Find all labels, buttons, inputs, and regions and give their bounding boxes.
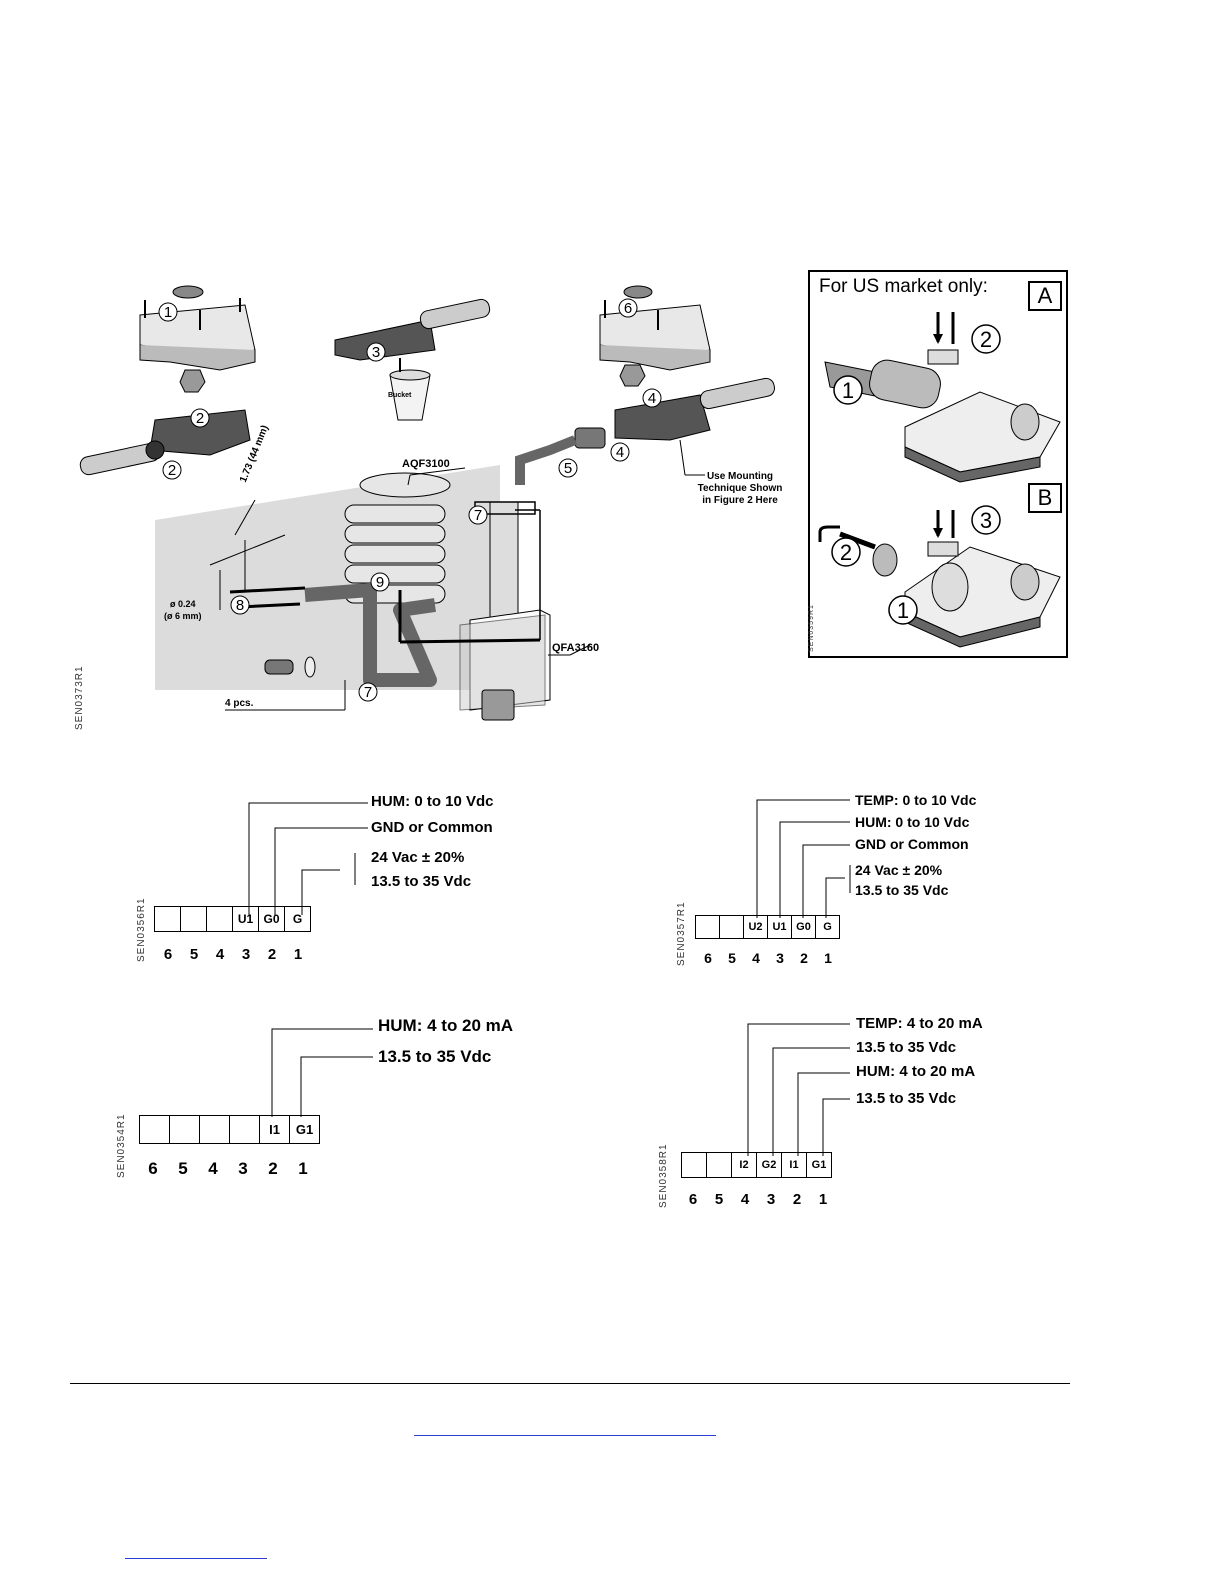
step-4b: 4 (616, 444, 624, 461)
panel-a-letter: A (1028, 281, 1062, 311)
w1-label-3: 13.5 to 35 Vdc (371, 873, 472, 890)
panel-a-illustration (824, 312, 1061, 483)
label-pieces: 4 pcs. (225, 698, 254, 709)
w2-term-3: U1 (767, 915, 792, 939)
w3-term-3 (229, 1115, 260, 1144)
us-panel-title: For US market only: (819, 276, 988, 297)
w2-term-5 (719, 915, 744, 939)
w3-term-6 (139, 1115, 170, 1144)
w4-term-3: G2 (756, 1152, 782, 1178)
step-4a: 4 (648, 390, 656, 407)
w3-label-0: HUM: 4 to 20 mA (378, 1016, 514, 1035)
w4-drawing-id: SEN0358R1 (658, 1143, 669, 1208)
w4-term-5 (706, 1152, 732, 1178)
w1-terminal-numbers: 6 5 4 3 2 1 (163, 946, 303, 963)
w2-term-4: U2 (743, 915, 768, 939)
w1-label-1: GND or Common (371, 819, 493, 836)
a-step-1: 1 (842, 378, 854, 403)
w2-label-2: GND or Common (855, 836, 969, 852)
drawing-id-mounting: SEN0373R1 (74, 665, 85, 730)
wiring-leads-2 (756, 799, 851, 918)
w2-term-2: G0 (791, 915, 816, 939)
w2-term-6 (695, 915, 720, 939)
label-qfa3160: QFA3160 (552, 642, 600, 654)
w1-drawing-id: SEN0356R1 (136, 897, 147, 962)
w3-term-4 (199, 1115, 230, 1144)
step-2a: 2 (196, 410, 204, 427)
panel-b-illustration (818, 510, 1061, 648)
w1-term-1: G (284, 906, 311, 932)
w1-term-5 (180, 906, 207, 932)
step-circles: 1 2 2 3 6 4 4 5 7 7 8 9 (158, 298, 662, 702)
w2-label-0: TEMP: 0 to 10 Vdc (855, 792, 977, 808)
step-1: 1 (164, 304, 172, 321)
w3-term-2: I1 (259, 1115, 290, 1144)
w4-label-1: 13.5 to 35 Vdc (856, 1039, 957, 1056)
label-hole-dia: ø 0.24 (ø 6 mm) (164, 599, 202, 621)
wiring-leads-3 (271, 1028, 373, 1117)
b-step-3: 3 (980, 508, 992, 533)
w4-term-2: I1 (781, 1152, 807, 1178)
b-step-2: 2 (840, 540, 852, 565)
step-6: 6 (624, 300, 632, 317)
w4-terminal-numbers: 6 5 4 3 2 1 (688, 1191, 828, 1208)
w2-label-1: HUM: 0 to 10 Vdc (855, 814, 970, 830)
cable-entry-step (515, 285, 776, 485)
w2-terminal-numbers: 6 5 4 3 2 1 (704, 950, 832, 966)
b-step-1: 1 (897, 598, 909, 623)
w1-term-2: G0 (258, 906, 285, 932)
label-bucket: Bucket (388, 392, 412, 399)
label-aqf3100: AQF3100 (402, 458, 450, 470)
w2-label-4: 13.5 to 35 Vdc (855, 882, 949, 898)
w2-terminal-block: U2 U1 G0 G (695, 915, 840, 939)
w1-terminal-block: U1 G0 G (154, 906, 311, 932)
us-step-circles: 1 2 1 2 3 (831, 324, 1001, 625)
footer-link-underline[interactable] (414, 1435, 716, 1436)
w4-label-3: 13.5 to 35 Vdc (856, 1090, 957, 1107)
w4-term-1: G1 (806, 1152, 832, 1178)
step-8: 8 (236, 597, 244, 614)
w4-label-2: HUM: 4 to 20 mA (856, 1063, 976, 1080)
drain-step (334, 298, 491, 421)
w3-terminal-block: I1 G1 (139, 1115, 320, 1144)
us-panel-drawing: 1 2 1 2 3 (818, 312, 1061, 648)
w1-term-3: U1 (232, 906, 259, 932)
drawing-id-us: SEN0359R1 (808, 604, 815, 652)
step-5: 5 (564, 460, 572, 477)
step-9: 9 (376, 574, 384, 591)
sensor-housing (398, 501, 591, 721)
mounting-bracket (225, 583, 437, 711)
wiring-leads-1 (248, 802, 368, 915)
w3-label-1: 13.5 to 35 Vdc (378, 1047, 492, 1066)
mounting-technique-note: Use Mounting Technique Shown in Figure 2… (697, 471, 783, 506)
w4-term-4: I2 (731, 1152, 757, 1178)
step-3: 3 (372, 344, 380, 361)
w1-term-6 (154, 906, 181, 932)
wiring-leads-4 (747, 1023, 850, 1156)
w4-term-6 (681, 1152, 707, 1178)
w3-term-5 (169, 1115, 200, 1144)
step-2b: 2 (168, 462, 176, 479)
us-market-panel: For US market only: A B (808, 270, 1068, 658)
w4-label-0: TEMP: 4 to 20 mA (856, 1015, 983, 1032)
w3-drawing-id: SEN0354R1 (116, 1113, 127, 1178)
w1-term-4 (206, 906, 233, 932)
w3-terminal-numbers: 6 5 4 3 2 1 (148, 1159, 308, 1178)
panel-b-letter: B (1028, 483, 1062, 513)
w2-drawing-id: SEN0357R1 (676, 901, 687, 966)
mounting-illustration: 1 2 2 3 6 4 4 5 7 7 8 9 (79, 285, 776, 721)
w1-label-2: 24 Vac ± 20% (371, 849, 465, 866)
w2-term-1: G (815, 915, 840, 939)
w4-terminal-block: I2 G2 I1 G1 (681, 1152, 832, 1178)
a-step-2: 2 (980, 327, 992, 352)
dimension-lines (209, 499, 286, 610)
bottom-link-underline[interactable] (125, 1558, 267, 1559)
step-7b: 7 (364, 684, 372, 701)
w1-label-0: HUM: 0 to 10 Vdc (371, 793, 494, 810)
w3-term-1: G1 (289, 1115, 320, 1144)
step-7a: 7 (474, 507, 482, 524)
wall-area (155, 465, 500, 690)
w2-label-3: 24 Vac ± 20% (855, 862, 943, 878)
footer-divider (70, 1383, 1070, 1384)
